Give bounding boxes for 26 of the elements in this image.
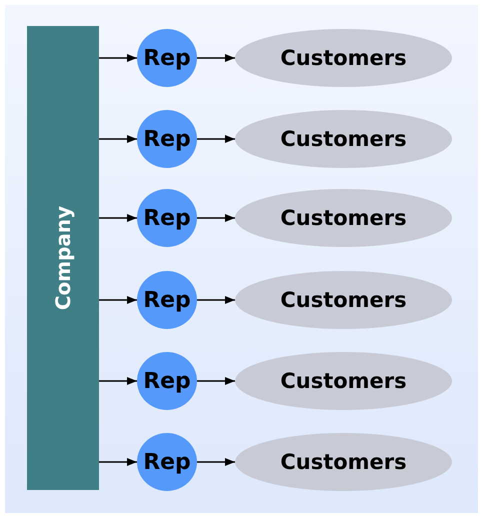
arrow (197, 54, 235, 62)
arrow (99, 296, 137, 304)
node-label: Customers (280, 127, 407, 151)
node-label: Rep (143, 126, 191, 152)
node-label: Rep (143, 46, 191, 70)
node-label: Rep (143, 288, 191, 312)
arrow (197, 296, 235, 304)
arrow (197, 135, 235, 143)
node-label: Rep (143, 206, 191, 230)
node-label: Rep (143, 368, 191, 394)
arrow (197, 458, 235, 466)
node-label: Customers (280, 369, 407, 393)
node-label: Customers (280, 206, 407, 230)
node-label: Rep (143, 450, 191, 474)
arrow (99, 135, 137, 143)
arrow (99, 458, 137, 466)
arrow (99, 54, 137, 62)
arrow (99, 377, 137, 385)
arrow (197, 377, 235, 385)
node-label: Customers (280, 450, 407, 474)
node-label: Customers (280, 46, 407, 70)
arrow (99, 214, 137, 222)
node-label: Company (51, 206, 75, 310)
company-bar (27, 26, 99, 490)
node-label: Customers (280, 288, 407, 312)
arrow (197, 214, 235, 222)
